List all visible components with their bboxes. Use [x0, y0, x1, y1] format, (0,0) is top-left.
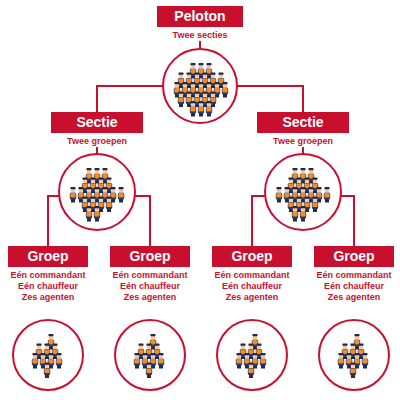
crowd-ring — [115, 320, 185, 390]
crowd-circle — [265, 154, 341, 230]
unit-node: GroepEén commandantEén chauffeurZes agen… — [314, 246, 394, 303]
unit-node: GroepEén commandantEén chauffeurZes agen… — [212, 246, 292, 303]
unit-heading-box: Peloton — [157, 6, 243, 27]
unit-description: Eén chauffeur — [110, 281, 190, 292]
unit-description: Eén chauffeur — [8, 281, 88, 292]
police-figure — [190, 101, 196, 116]
police-figure — [292, 206, 298, 221]
crowd-ring — [217, 320, 287, 390]
police-figure — [118, 187, 124, 202]
police-figure — [300, 206, 306, 221]
crowd-ring — [59, 154, 135, 230]
crowd-circle — [115, 320, 185, 390]
crowd-circle — [319, 320, 389, 390]
police-figure — [134, 353, 140, 368]
unit-description: Zes agenten — [8, 292, 88, 303]
crowd-ring — [265, 154, 341, 230]
police-figure — [86, 206, 92, 221]
police-figure — [260, 353, 266, 368]
unit-description: Zes agenten — [212, 292, 292, 303]
police-figure — [236, 353, 242, 368]
crowd-ring — [163, 49, 237, 123]
crowd-circle — [217, 320, 287, 390]
unit-heading-box: Groep — [212, 246, 292, 267]
police-figure — [178, 92, 184, 107]
unit-heading-box: Sectie — [51, 112, 143, 133]
police-figure — [32, 353, 38, 368]
crowd-circle — [13, 320, 83, 390]
police-figure — [324, 187, 330, 202]
unit-heading-box: Sectie — [257, 112, 349, 133]
police-figure — [350, 363, 356, 378]
police-figure — [248, 363, 254, 378]
unit-description: Zes agenten — [110, 292, 190, 303]
unit-description: Twee groepen — [257, 136, 349, 147]
crowd-circle — [163, 49, 237, 123]
police-figure — [222, 82, 228, 97]
unit-description: Eén commandant — [314, 270, 394, 281]
police-figure — [158, 353, 164, 368]
unit-node: GroepEén commandantEén chauffeurZes agen… — [110, 246, 190, 303]
unit-description: Eén commandant — [212, 270, 292, 281]
police-figure — [206, 101, 212, 116]
crowd-circle — [59, 154, 135, 230]
police-figure — [362, 353, 368, 368]
police-figure — [312, 197, 318, 212]
police-figure — [338, 353, 344, 368]
police-figure — [56, 353, 62, 368]
unit-description: Eén commandant — [110, 270, 190, 281]
unit-description: Eén chauffeur — [212, 281, 292, 292]
unit-description: Twee groepen — [51, 136, 143, 147]
crowd-ring — [319, 320, 389, 390]
unit-description: Eén chauffeur — [314, 281, 394, 292]
unit-description: Eén commandant — [8, 270, 88, 281]
unit-description: Twee secties — [157, 30, 243, 41]
police-figure — [146, 363, 152, 378]
crowd-ring — [13, 320, 83, 390]
police-figure — [94, 206, 100, 221]
unit-node: GroepEén commandantEén chauffeurZes agen… — [8, 246, 88, 303]
police-figure — [106, 197, 112, 212]
unit-description: Zes agenten — [314, 292, 394, 303]
unit-heading-box: Groep — [8, 246, 88, 267]
police-figure — [44, 363, 50, 378]
police-figure — [198, 101, 204, 116]
unit-node: PelotonTwee secties — [157, 6, 243, 41]
unit-heading-box: Groep — [110, 246, 190, 267]
police-figure — [70, 187, 76, 202]
police-figure — [276, 187, 282, 202]
unit-node: SectieTwee groepen — [51, 112, 143, 147]
unit-node: SectieTwee groepen — [257, 112, 349, 147]
unit-heading-box: Groep — [314, 246, 394, 267]
